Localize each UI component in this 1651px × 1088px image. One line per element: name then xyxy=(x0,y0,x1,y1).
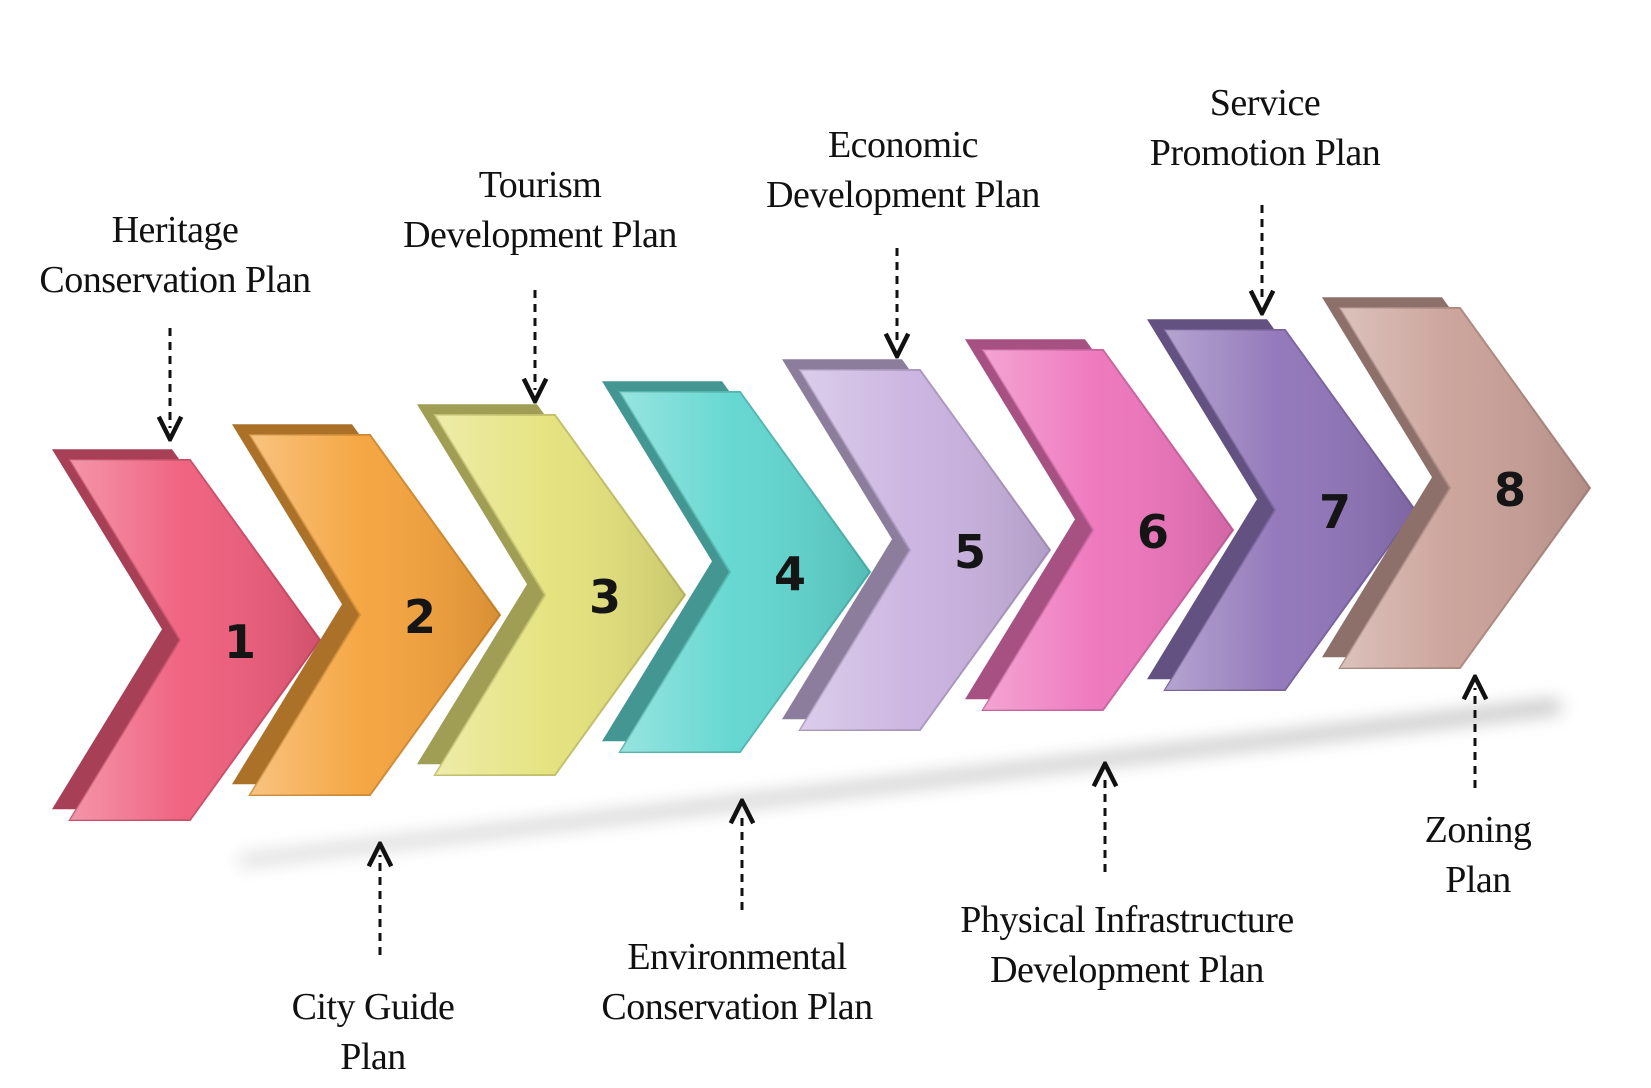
chevron-sheen xyxy=(620,392,870,752)
step-label-line: Conservation Plan xyxy=(601,986,873,1028)
chevron-step-2: 2 xyxy=(232,424,502,796)
step-label-line: Economic xyxy=(827,124,979,166)
chevron-sheen xyxy=(1165,330,1415,690)
chevron-step-4: 4 xyxy=(602,381,872,753)
step-label-line: Environmental xyxy=(627,936,847,978)
step-number: 8 xyxy=(1494,463,1526,517)
step-label-line: Tourism xyxy=(478,164,602,206)
step-label-line: Heritage xyxy=(111,209,239,251)
chevron-step-7: 7 xyxy=(1147,319,1417,691)
step-number: 7 xyxy=(1319,485,1351,539)
step-number: 2 xyxy=(404,590,436,644)
step-number: 6 xyxy=(1137,505,1169,559)
chevron-sheen xyxy=(1340,308,1590,668)
step-label-line: Plan xyxy=(340,1036,406,1078)
chevron-sheen xyxy=(435,415,685,775)
step-label-line: City Guide xyxy=(291,986,455,1028)
chevron-step-1: 1 xyxy=(52,449,322,821)
chevron-sheen xyxy=(70,460,320,820)
step-number: 4 xyxy=(774,547,806,601)
step-label-line: Zoning xyxy=(1424,809,1532,851)
step-label-line: Plan xyxy=(1445,859,1511,901)
step-number: 3 xyxy=(589,570,621,624)
chevron-step-8: 8 xyxy=(1322,297,1592,669)
chevron-sheen xyxy=(983,350,1233,710)
floor-shadow xyxy=(240,700,1560,864)
step-label-line: Development Plan xyxy=(403,214,677,256)
step-label-line: Conservation Plan xyxy=(39,259,311,301)
step-label-line: Service xyxy=(1209,82,1321,124)
step-number: 1 xyxy=(224,615,256,669)
step-number: 5 xyxy=(954,525,986,579)
step-label-line: Promotion Plan xyxy=(1149,132,1381,174)
chevron-step-5: 5 xyxy=(782,359,1052,731)
step-label-line: Development Plan xyxy=(766,174,1040,216)
chevron-sheen xyxy=(800,370,1050,730)
chevron-step-3: 3 xyxy=(417,404,687,776)
chevron-sheen xyxy=(250,435,500,795)
step-label-line: Physical Infrastructure xyxy=(960,899,1294,941)
step-label-line: Development Plan xyxy=(990,949,1264,991)
chevron-step-6: 6 xyxy=(965,339,1235,711)
